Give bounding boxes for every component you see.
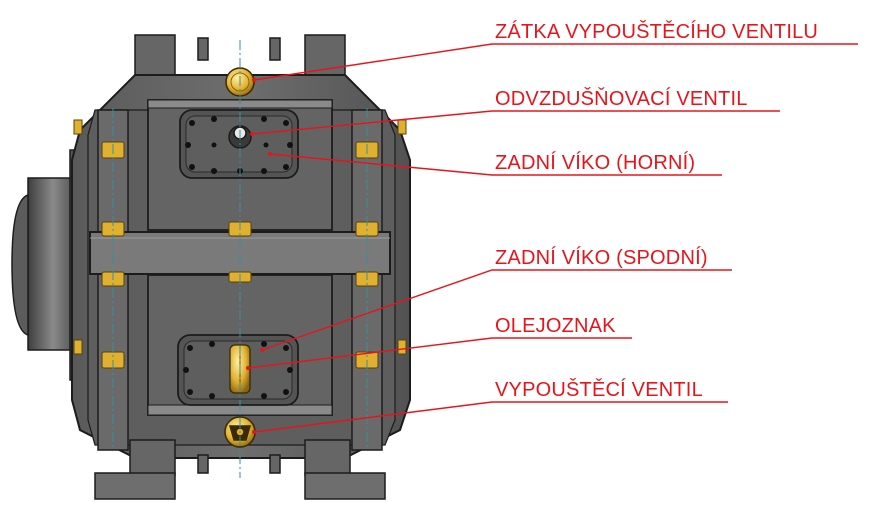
- leader-lines: [247, 43, 858, 433]
- callout-vent-valve: ODVZDUŠŇOVACÍ VENTIL: [495, 88, 748, 110]
- leader-vent-valve: [251, 110, 780, 135]
- callout-oil-gauge: OLEJOZNAK: [495, 315, 616, 337]
- leader-rear-cover-lower: [261, 269, 732, 351]
- leader-oil-gauge: [247, 337, 632, 369]
- callout-rear-cover-upper: ZADNÍ VÍKO (HORNÍ): [495, 152, 696, 174]
- centerlines: [112, 40, 368, 478]
- base-feet: [94, 439, 386, 500]
- upper-cover-bolts: [185, 116, 293, 174]
- callout-rear-cover-lower: ZADNÍ VÍKO (SPODNÍ): [495, 247, 708, 269]
- leader-dots: [246, 78, 272, 434]
- leader-drain-valve: [253, 401, 728, 433]
- callout-drain-plug: ZÁTKA VYPOUŠTĚCÍHO VENTILU: [495, 21, 819, 43]
- leader-drain-plug: [253, 43, 858, 81]
- leader-rear-cover-upper: [269, 153, 722, 176]
- lower-cover-bolts: [183, 341, 293, 399]
- callout-drain-valve: VYPOUŠTĚCÍ VENTIL: [495, 379, 703, 401]
